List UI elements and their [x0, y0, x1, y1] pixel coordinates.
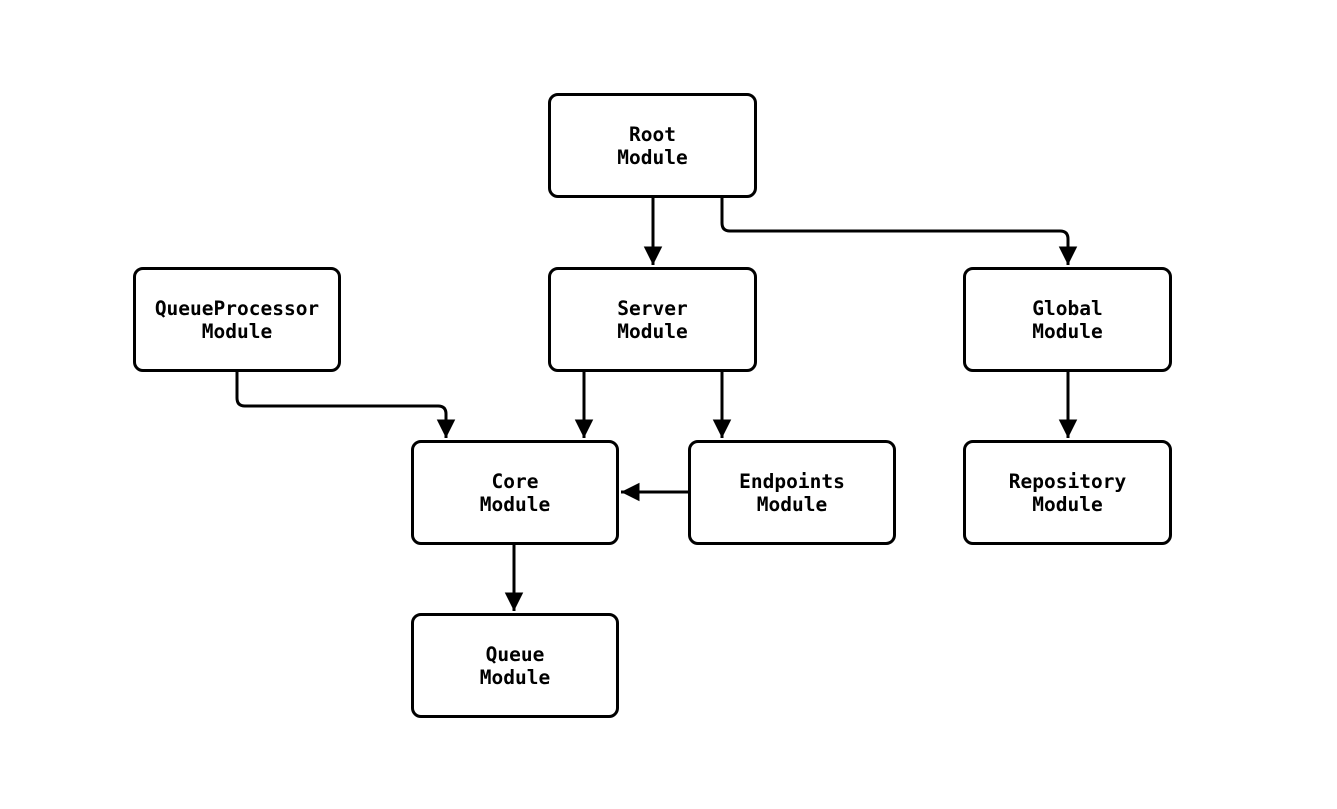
node-root-module: Root Module [548, 93, 757, 198]
node-server-label-line1: Server [617, 296, 688, 320]
node-global-label-line1: Global [1032, 296, 1103, 320]
edge-queueprocessor-to-core [235, 372, 456, 438]
edge-root-to-global [720, 198, 1078, 265]
node-repository-label-line1: Repository [1008, 469, 1127, 493]
node-server-module: Server Module [548, 267, 757, 372]
node-endpoints-label-line2: Module [756, 492, 828, 516]
node-queue-label-line2: Module [479, 665, 551, 689]
node-global-module: Global Module [963, 267, 1172, 372]
node-queueprocessor-label-line1: QueueProcessor [154, 296, 320, 320]
node-core-module: Core Module [411, 440, 619, 545]
node-endpoints-label-line1: Endpoints [739, 469, 845, 493]
node-server-label-line2: Module [617, 319, 688, 343]
node-queueprocessor-label-line2: Module [201, 319, 273, 343]
node-queueprocessor-module: QueueProcessor Module [133, 267, 341, 372]
node-repository-label-line2: Module [1032, 492, 1103, 516]
node-root-label-line2: Module [617, 145, 688, 169]
node-global-label-line2: Module [1032, 319, 1103, 343]
node-endpoints-module: Endpoints Module [688, 440, 896, 545]
node-core-label-line2: Module [479, 492, 551, 516]
node-root-label-line1: Root [629, 122, 676, 146]
node-queue-label-line1: Queue [485, 642, 545, 666]
node-repository-module: Repository Module [963, 440, 1172, 545]
node-core-label-line1: Core [491, 469, 539, 493]
node-queue-module: Queue Module [411, 613, 619, 718]
